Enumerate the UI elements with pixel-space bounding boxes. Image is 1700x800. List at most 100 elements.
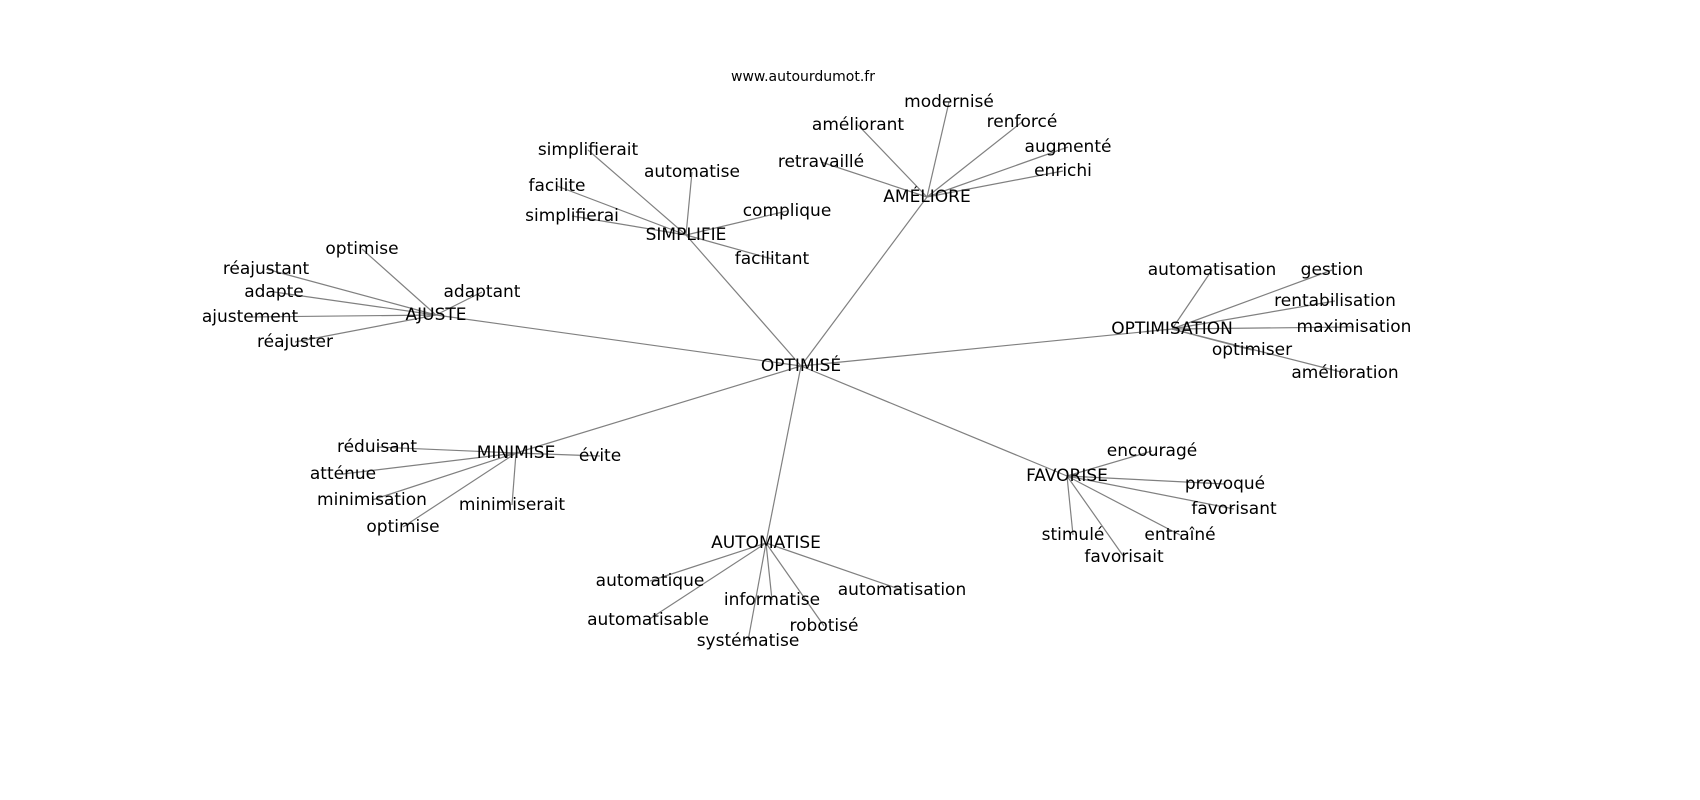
leaf-node[interactable]: atténue [310, 464, 376, 484]
edge-ameliore-leaf [820, 161, 928, 198]
leaf-node[interactable]: modernisé [904, 92, 994, 112]
leaf-node[interactable]: optimise [366, 517, 439, 537]
edge-center-ameliore [800, 196, 928, 367]
edge-ameliore-leaf [926, 146, 1069, 198]
edge-minimise-leaf [402, 452, 517, 528]
leaf-node[interactable]: réduisant [337, 437, 417, 457]
center-node[interactable]: OPTIMISÉ [761, 354, 841, 376]
leaf-node[interactable]: robotisé [790, 616, 859, 636]
edge-center-favorise [800, 365, 1068, 477]
leaf-node[interactable]: adapte [244, 282, 304, 302]
edge-optimisation-leaf [1171, 326, 1355, 330]
hub-node-automatise[interactable]: AUTOMATISE [711, 533, 821, 553]
edge-minimise-leaf [371, 452, 517, 501]
edge-minimise-leaf [342, 452, 517, 475]
edge-center-simplifie [685, 234, 802, 367]
leaf-node[interactable]: simplifierait [538, 140, 639, 160]
edge-favorise-leaf [1066, 475, 1125, 558]
leaf-node[interactable]: maximisation [1297, 317, 1412, 337]
leaf-node[interactable]: adaptant [444, 282, 521, 302]
edge-simplifie-leaf [685, 210, 788, 236]
edge-favorise-leaf [1066, 475, 1074, 536]
edge-optimisation-leaf [1171, 269, 1333, 330]
leaf-node[interactable]: entraîné [1144, 525, 1215, 545]
edge-automatise-leaf [647, 542, 767, 621]
edge-center-minimise [515, 365, 802, 454]
leaf-node[interactable]: automatisation [838, 580, 966, 600]
edge-center-automatise [765, 365, 802, 544]
edge-ameliore-leaf [926, 101, 950, 198]
leaf-node[interactable]: minimiserait [459, 495, 566, 515]
edge-simplifie-leaf [556, 185, 687, 236]
edge-minimise-leaf [511, 452, 517, 506]
leaf-node[interactable]: simplifierai [525, 206, 619, 226]
leaf-node[interactable]: augmenté [1025, 137, 1112, 157]
edge-ajuste-leaf [249, 314, 437, 318]
leaf-node[interactable]: amélioration [1291, 363, 1398, 383]
leaf-node[interactable]: renforcé [987, 112, 1058, 132]
leaf-node[interactable]: évite [579, 446, 621, 466]
leaf-node[interactable]: enrichi [1034, 161, 1092, 181]
edge-ajuste-leaf [273, 291, 437, 316]
leaf-node[interactable]: réajuster [257, 332, 333, 352]
hub-node-ajuste[interactable]: AJUSTE [405, 305, 466, 325]
leaf-node[interactable]: optimiser [1212, 340, 1292, 360]
hub-node-minimise[interactable]: MINIMISE [477, 443, 556, 463]
edges [249, 101, 1355, 642]
leaf-node[interactable]: automatique [596, 571, 705, 591]
edge-optimisation-leaf [1171, 300, 1336, 330]
leaf-node[interactable]: stimulé [1042, 525, 1105, 545]
edge-center-ajuste [435, 314, 802, 367]
edge-optimisation-leaf [1171, 269, 1213, 330]
leaf-node[interactable]: complique [743, 201, 832, 221]
leaf-node[interactable]: informatise [724, 590, 820, 610]
edge-simplifie-leaf [685, 171, 693, 236]
leaf-node[interactable]: rentabilisation [1274, 291, 1396, 311]
hub-node-simplifie[interactable]: SIMPLIFIE [646, 225, 727, 245]
hub-node-optimisation[interactable]: OPTIMISATION [1111, 319, 1233, 339]
leaf-node[interactable]: minimisation [317, 490, 427, 510]
leaf-node[interactable]: provoqué [1185, 474, 1265, 494]
edge-ameliore-leaf [926, 170, 1064, 198]
leaf-node[interactable]: facilitant [735, 249, 810, 269]
leaf-node[interactable]: systématise [697, 631, 800, 651]
hub-node-favorise[interactable]: FAVORISE [1026, 466, 1108, 486]
edge-ajuste-leaf [361, 248, 437, 316]
leaf-node[interactable]: optimise [325, 239, 398, 259]
edge-favorise-leaf [1066, 475, 1181, 536]
hub-node-ameliore[interactable]: AMÉLIORE [883, 185, 970, 207]
leaf-node[interactable]: encouragé [1107, 441, 1197, 461]
site-title: www.autourdumot.fr [731, 69, 875, 85]
edge-simplifie-leaf [685, 234, 773, 260]
edge-favorise-leaf [1066, 475, 1235, 510]
leaf-node[interactable]: facilite [528, 176, 585, 196]
labels: OPTIMISÉ AMÉLIORE améliorantmodernisérenfo… [202, 92, 1412, 651]
edge-ameliore-leaf [926, 121, 1023, 198]
edge-ajuste-leaf [265, 268, 437, 316]
edge-ajuste-leaf [294, 314, 437, 343]
edge-automatise-leaf [747, 542, 767, 642]
edge-minimise-leaf [515, 452, 601, 457]
edge-automatise-leaf [649, 542, 767, 582]
edge-simplifie-leaf [571, 215, 687, 236]
leaf-node[interactable]: améliorant [812, 115, 904, 135]
edge-favorise-leaf [1066, 450, 1153, 477]
leaf-node[interactable]: gestion [1301, 260, 1364, 280]
leaf-node[interactable]: favorisant [1191, 499, 1277, 519]
edge-favorise-leaf [1066, 475, 1226, 485]
leaf-node[interactable]: favorisait [1084, 547, 1164, 567]
leaf-node[interactable]: réajustant [223, 259, 310, 279]
leaf-node[interactable]: automatise [644, 162, 740, 182]
leaf-node[interactable]: retravaillé [778, 152, 864, 172]
leaf-node[interactable]: ajustement [202, 307, 299, 327]
leaf-node[interactable]: automatisable [587, 610, 709, 630]
edge-automatise-leaf [765, 542, 903, 591]
edge-ameliore-leaf [857, 124, 928, 198]
edge-minimise-leaf [376, 446, 517, 454]
edge-automatise-leaf [765, 542, 773, 601]
leaf-node[interactable]: automatisation [1148, 260, 1276, 280]
edge-simplifie-leaf [587, 149, 687, 236]
edge-ajuste-leaf [435, 291, 483, 316]
edge-automatise-leaf [765, 542, 825, 627]
